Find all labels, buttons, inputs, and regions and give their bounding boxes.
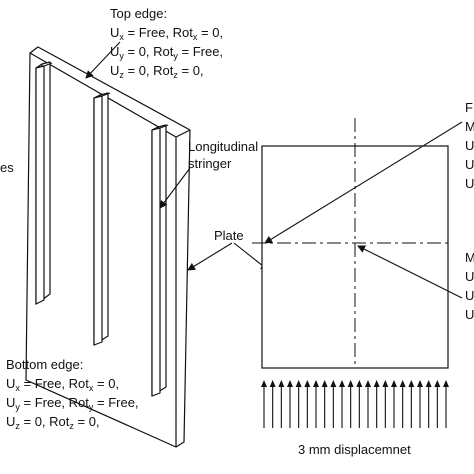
displacement-arrow-head (382, 380, 389, 387)
bottom-edge-title: Bottom edge: (6, 357, 84, 372)
right-cut-top-5: U (465, 176, 474, 191)
right-cut-top-3: U (465, 138, 474, 153)
bottom-edge-label: Bottom edge: Ux = Free, Rotx = 0, Uy = F… (6, 355, 139, 431)
stringer-label-line-2: stringer (188, 156, 232, 171)
right-cut-bottom-1: M (465, 250, 474, 265)
displacement-arrow-head (313, 380, 319, 387)
stringer-2 (93, 92, 111, 346)
point-leader-top (264, 121, 463, 244)
stiffened-panel (25, 46, 191, 448)
top-edge-label: Top edge: Ux = Free, Rotx = 0, Uy = 0, R… (110, 4, 223, 80)
displacement-arrow-head (434, 380, 441, 387)
bottom-edge-line-1: Ux = Free, Rotx = 0, (6, 376, 120, 393)
displacement-arrow-head (347, 380, 354, 387)
top-edge-leader (85, 41, 121, 79)
right-cut-bottom: M U U U (465, 248, 474, 324)
left-cut-text: es (0, 160, 14, 175)
stringer-1 (35, 61, 53, 305)
displacement-arrow-head (330, 380, 337, 387)
bottom-edge-line-3: Uz = 0, Rotz = 0, (6, 414, 100, 431)
right-cut-top-2: M (465, 119, 474, 134)
bottom-edge-line-2: Uy = Free, Roty = Free, (6, 395, 139, 412)
displacement-arrow-head (295, 380, 302, 387)
right-cut-bottom-2: U (465, 269, 474, 284)
plate-label: Plate (214, 228, 244, 243)
displacement-arrow-head (443, 380, 449, 387)
plate-2d (252, 118, 463, 369)
displacement-arrow-head (365, 380, 371, 387)
displacement-arrow-head (321, 380, 328, 387)
right-cut-bottom-4: U (465, 307, 474, 322)
right-cut-top-1: F (465, 100, 473, 115)
plate-leader-left (187, 242, 233, 271)
displacement-arrow-head (269, 380, 276, 387)
displacement-arrows (261, 380, 449, 428)
displacement-arrow-head (304, 380, 311, 387)
displacement-arrow-head (261, 380, 267, 387)
displacement-arrow-head (278, 380, 285, 387)
displacement-arrow-head (287, 380, 293, 387)
top-edge-line-1: Ux = Free, Rotx = 0, (110, 25, 224, 42)
stringer-label-line-1: Longitudinal (188, 139, 259, 154)
top-edge-line-2: Uy = 0, Roty = Free, (110, 44, 224, 61)
right-cut-top-4: U (465, 157, 474, 172)
displacement-arrow-head (417, 380, 423, 387)
stringer-label: Longitudinal stringer (188, 138, 258, 172)
right-cut-bottom-3: U (465, 288, 474, 303)
right-cut-top: F M U U U (465, 98, 474, 193)
stringer-3 (151, 124, 169, 397)
displacement-arrow-head (391, 380, 397, 387)
displacement-arrow-head (373, 380, 380, 387)
displacement-arrow-head (408, 380, 415, 387)
displacement-arrow-head (356, 380, 363, 387)
top-edge-line-3: Uz = 0, Rotz = 0, (110, 63, 204, 80)
stringer-leader (159, 167, 191, 209)
displacement-arrow-head (339, 380, 345, 387)
top-edge-title: Top edge: (110, 6, 168, 21)
displacement-arrow-head (425, 380, 432, 387)
point-leader-mid (357, 245, 463, 299)
displacement-label: 3 mm displacemnet (298, 442, 411, 457)
displacement-arrow-head (399, 380, 406, 387)
